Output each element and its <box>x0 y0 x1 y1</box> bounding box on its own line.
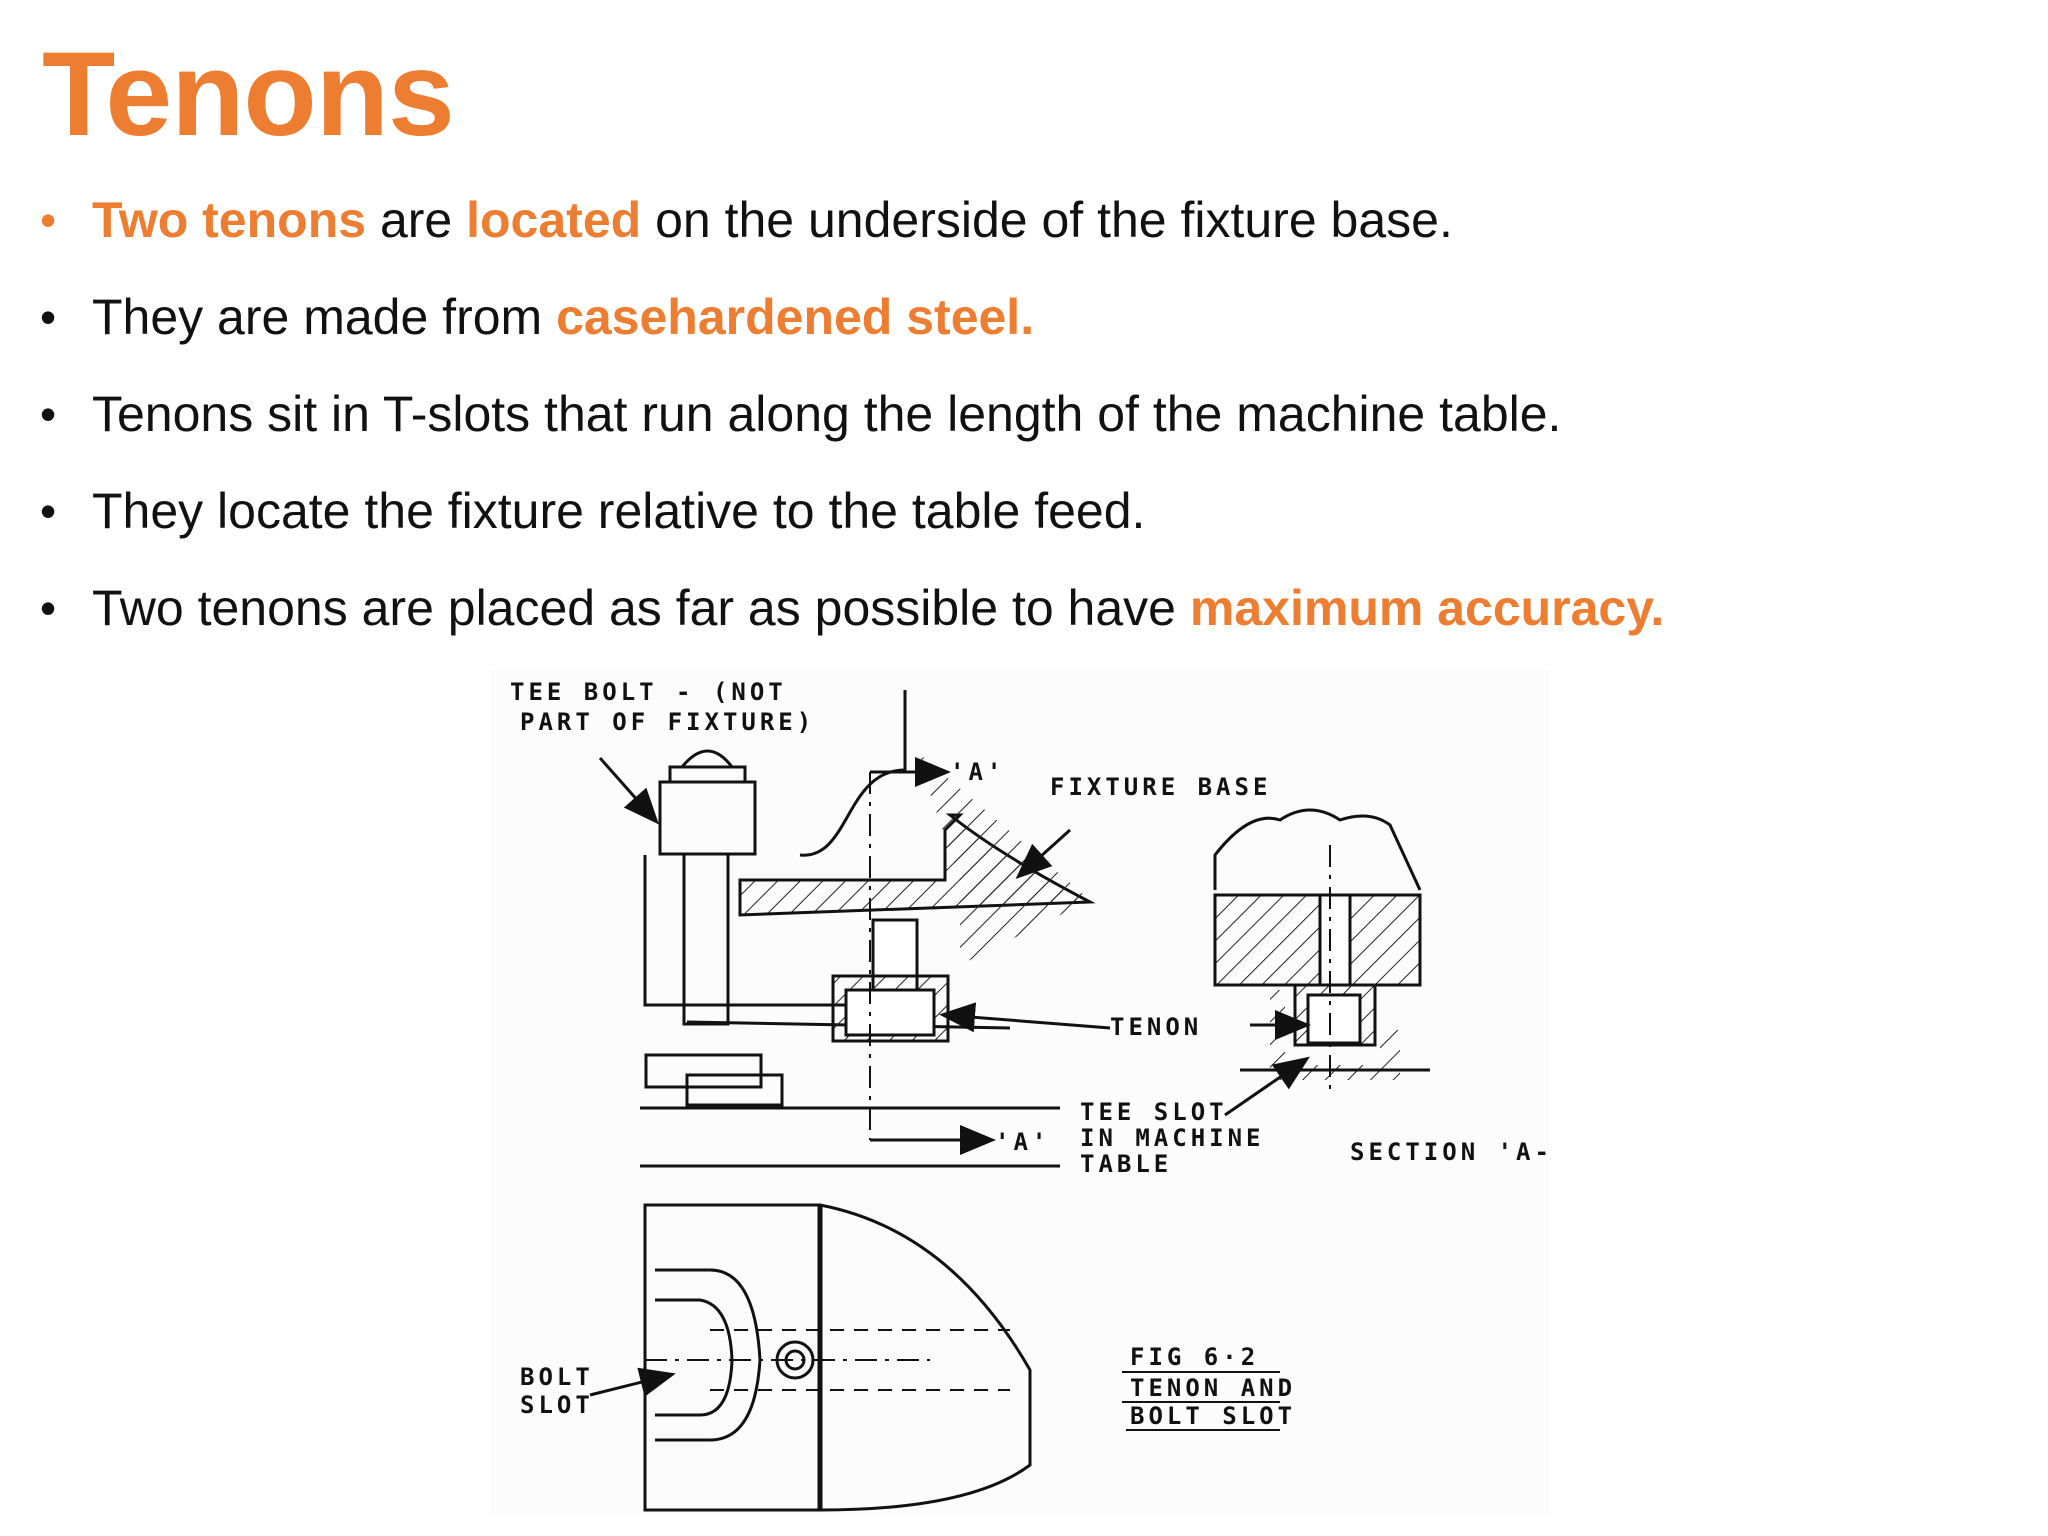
bullet-list: • Two tenons are located on the underside… <box>40 190 1940 675</box>
fig-caption-1: TENON AND <box>1130 1374 1296 1402</box>
tenon-block <box>685 1073 784 1107</box>
bullet-text: Tenons sit in T-slots that run along the… <box>92 386 1562 442</box>
tee-bolt-label-2: PART OF FIXTURE) <box>520 708 815 736</box>
bullet-dot-icon: • <box>40 388 57 440</box>
bullet-item: • They locate the fixture relative to the… <box>40 481 1940 578</box>
fig-number: FIG 6·2 <box>1130 1343 1259 1371</box>
bullet-item: • Two tenons are located on the underside… <box>40 190 1940 287</box>
bolt-slot-label: BOLT <box>520 1363 594 1391</box>
section-mark-top: 'A' <box>950 758 1005 786</box>
tee-bolt-label: TEE BOLT - (NOT <box>510 678 787 706</box>
bullet-item: • Two tenons are placed as far as possibl… <box>40 578 1940 675</box>
bullet-item: • Tenons sit in T-slots that run along th… <box>40 384 1940 481</box>
tenon-label: TENON <box>1110 1013 1202 1041</box>
tee-slot-label-2: IN MACHINE <box>1080 1124 1265 1152</box>
bullet-dot-icon: • <box>40 582 57 634</box>
fixture-base-label: FIXTURE BASE <box>1050 773 1271 801</box>
bullet-text: They are made from casehardened steel. <box>92 289 1035 345</box>
tee-slot-label-3: TABLE <box>1080 1150 1172 1178</box>
bolt-slot-inner <box>655 1298 734 1417</box>
bolt-slot-label-2: SLOT <box>520 1391 594 1419</box>
bolt-head <box>680 749 734 768</box>
bullet-text: Two tenons are placed as far as possible… <box>92 580 1665 636</box>
bolt-washer <box>668 765 747 784</box>
tee-bolt-foot <box>644 1053 763 1089</box>
fig-caption-2: BOLT SLOT <box>1130 1402 1296 1430</box>
section-mark-bottom: 'A' <box>995 1128 1050 1156</box>
bolt-nut <box>658 780 757 856</box>
tenon-drawing-figure: TEE BOLT - (NOT PART OF FIXTURE) 'A' 'A'… <box>490 670 1550 1515</box>
slide-title: Tenons <box>42 27 455 161</box>
section-aa-label: SECTION 'A-A' <box>1350 1138 1550 1166</box>
bullet-text: They locate the fixture relative to the … <box>92 483 1146 539</box>
plan-outline <box>643 1203 1032 1512</box>
bullet-item: • They are made from casehardened steel. <box>40 287 1940 384</box>
pin-hole <box>775 1340 815 1380</box>
bullet-dot-icon: • <box>40 194 57 246</box>
section-top-outline <box>1213 808 1422 891</box>
tee-slot-label: TEE SLOT <box>1080 1098 1228 1126</box>
bullet-dot-icon: • <box>40 291 57 343</box>
bullet-dot-icon: • <box>40 485 57 537</box>
bullet-text: Two tenons are located on the underside … <box>92 192 1453 248</box>
bolt-shank <box>682 852 730 1026</box>
tenon-drawing: TEE BOLT - (NOT PART OF FIXTURE) 'A' 'A'… <box>510 678 1550 1512</box>
